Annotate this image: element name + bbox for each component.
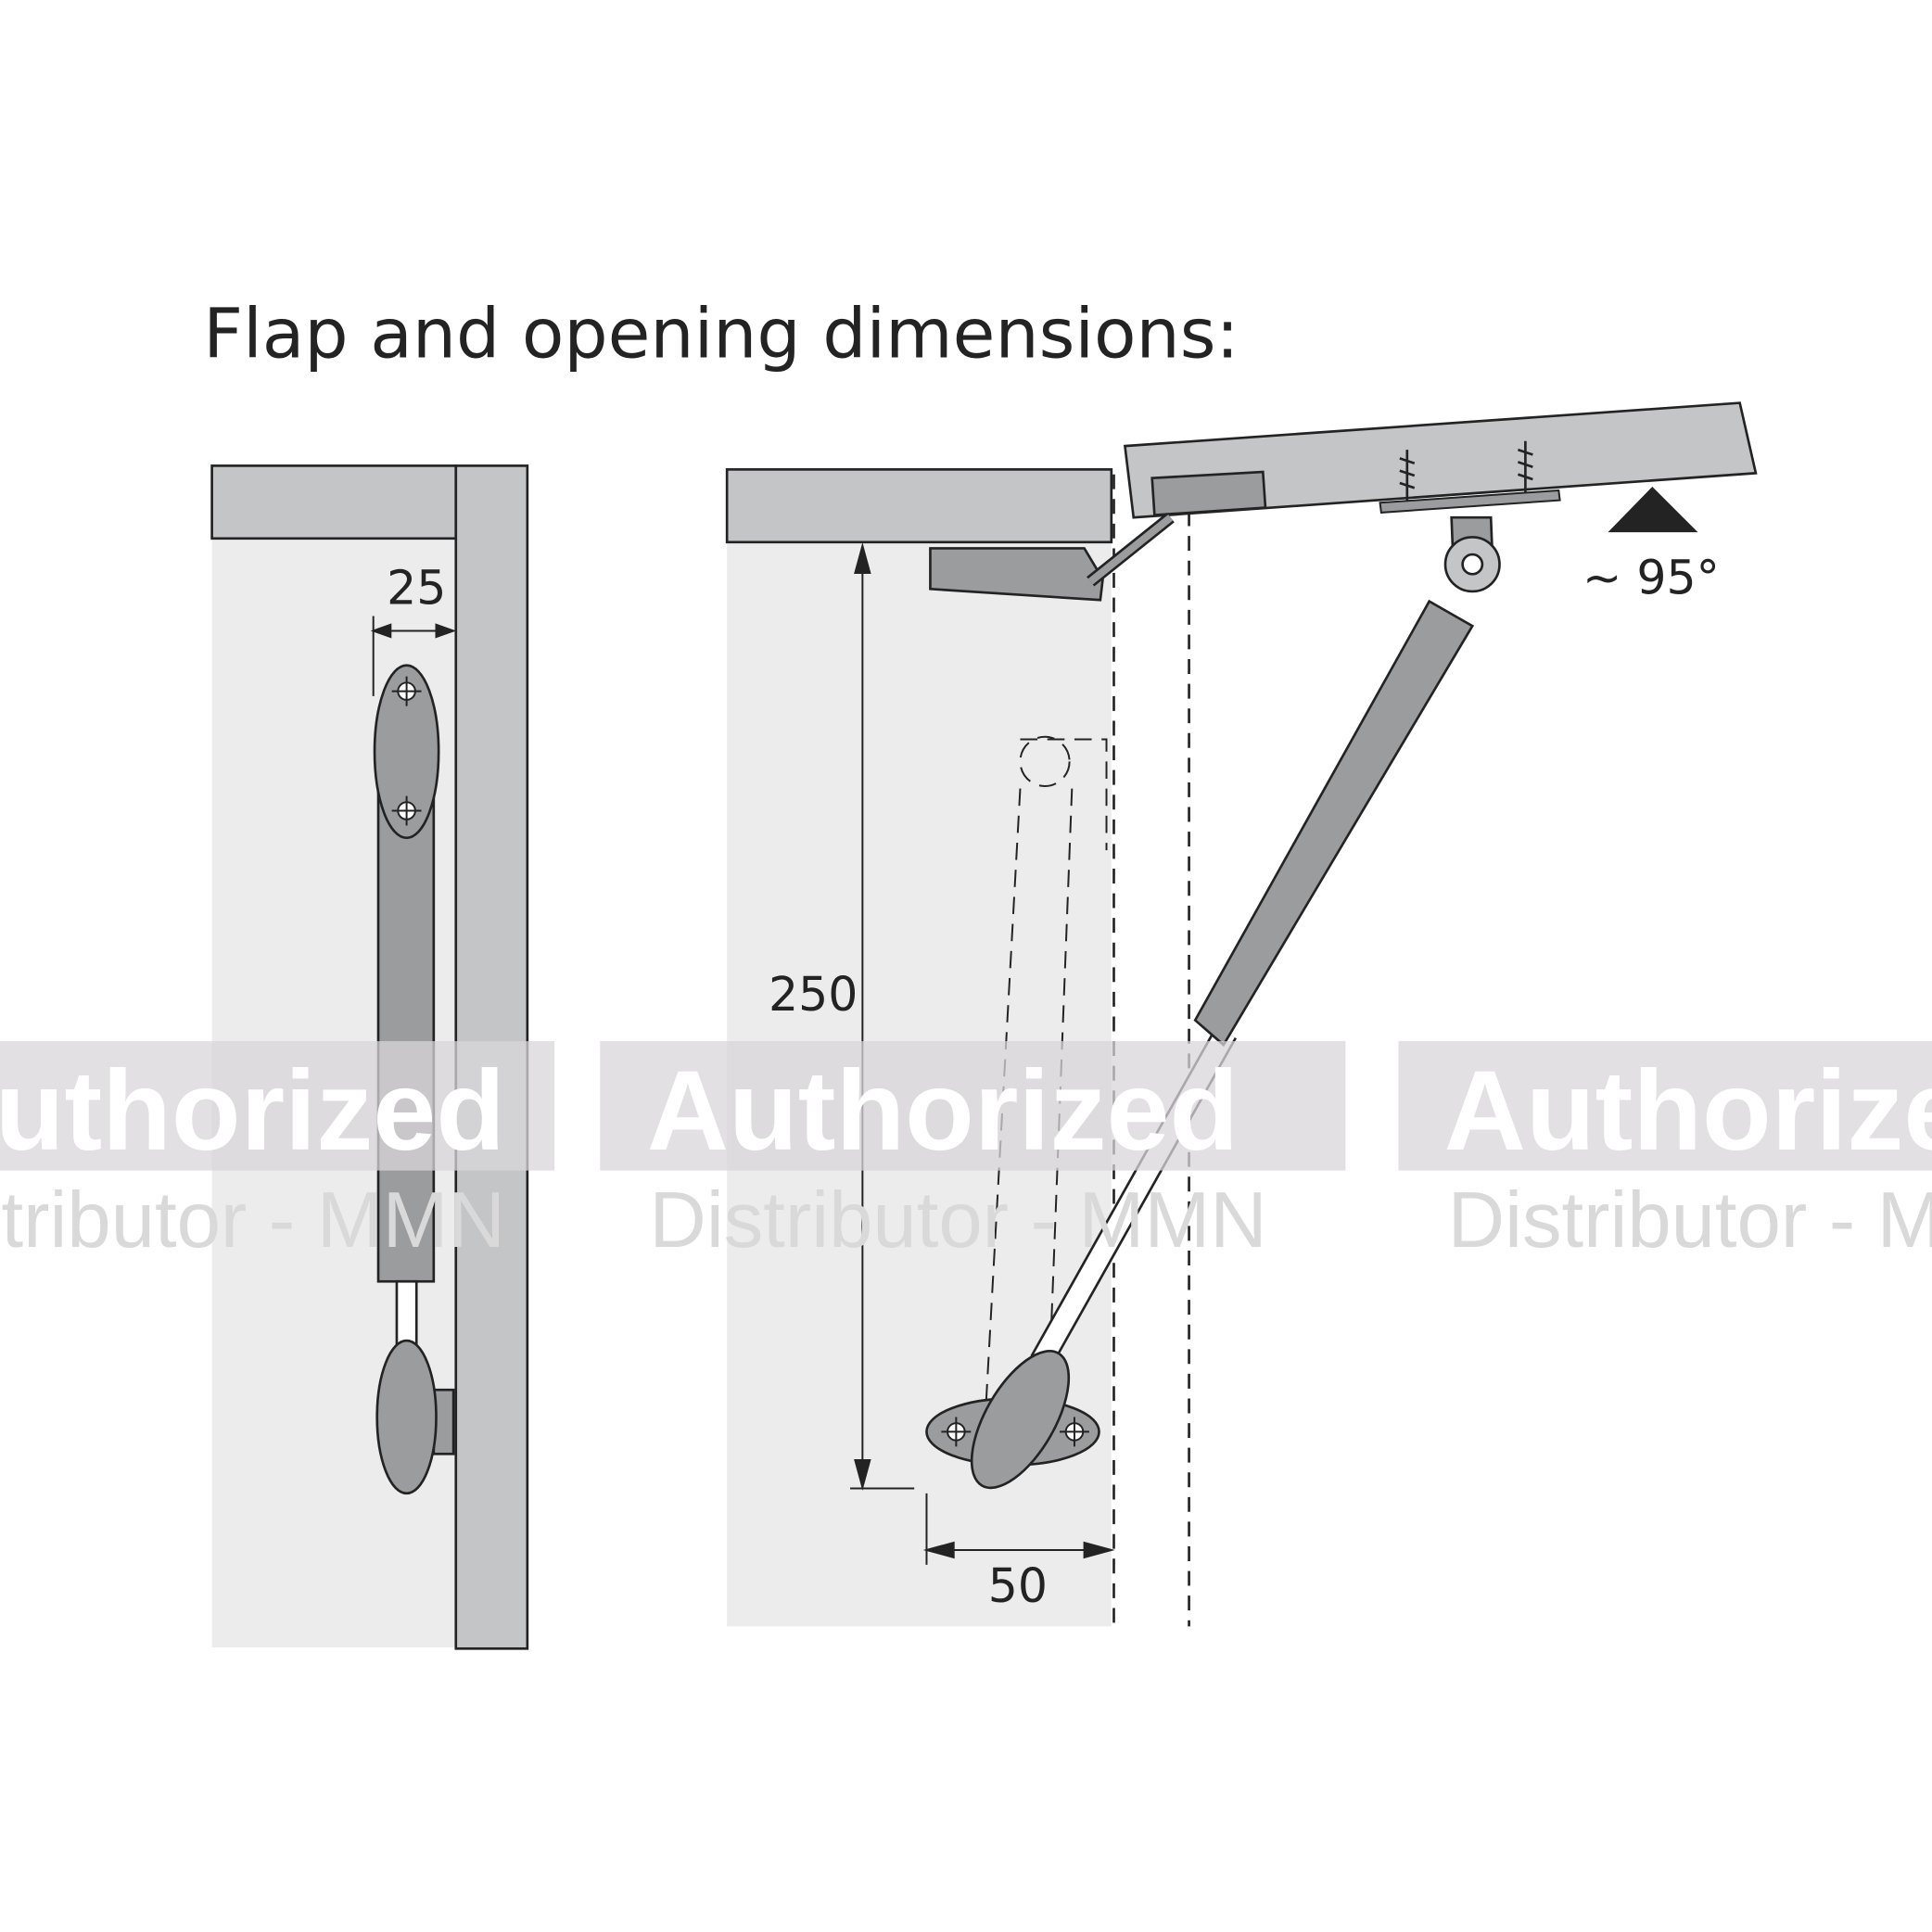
screw-icon xyxy=(1399,440,1533,502)
dimension-label-250: 250 xyxy=(769,967,858,1022)
strut-cylinder xyxy=(376,787,436,1283)
dimension-label-50: 50 xyxy=(988,1558,1048,1613)
open-flap xyxy=(1123,401,1758,519)
top-board xyxy=(210,464,458,540)
svg-text:Authorized: Authorized xyxy=(0,1047,505,1174)
mounting-plate xyxy=(373,664,440,840)
base-hinge xyxy=(929,547,1104,602)
strut-cylinder xyxy=(1193,599,1475,1048)
svg-text:Authorized: Authorized xyxy=(647,1047,1239,1174)
svg-text:Distributor - MMN: Distributor - MMN xyxy=(649,1176,1266,1265)
svg-text:Distributor - MMN: Distributor - MMN xyxy=(0,1176,505,1265)
screw-hole-icon xyxy=(391,676,422,826)
svg-text:Distributor - MMN: Distributor - MMN xyxy=(1448,1176,1932,1265)
strut-end-knob xyxy=(375,1339,438,1495)
front-view: 250 50 ~ 95° xyxy=(725,401,1758,1627)
dimension-25 xyxy=(370,616,457,696)
flap-catch xyxy=(1150,470,1267,516)
dimension-50 xyxy=(922,1493,1115,1565)
top-board xyxy=(725,468,1113,544)
opening-angle-label: ~ 95° xyxy=(1582,551,1720,605)
strut-end-knob xyxy=(970,1350,1071,1490)
flap-bracket xyxy=(1379,489,1561,514)
screw-hole-icon xyxy=(941,1417,1089,1447)
angle-indicator-icon xyxy=(1608,486,1698,533)
dimension-label-25: 25 xyxy=(387,560,446,615)
svg-text:Authorized: Authorized xyxy=(1444,1047,1932,1174)
diagram-title: Flap and opening dimensions: xyxy=(203,293,1239,374)
dimension-250 xyxy=(850,541,915,1491)
strut-rod xyxy=(395,1279,418,1351)
watermark: Authorized Authorized Authorized Distrib… xyxy=(0,1041,1932,1265)
